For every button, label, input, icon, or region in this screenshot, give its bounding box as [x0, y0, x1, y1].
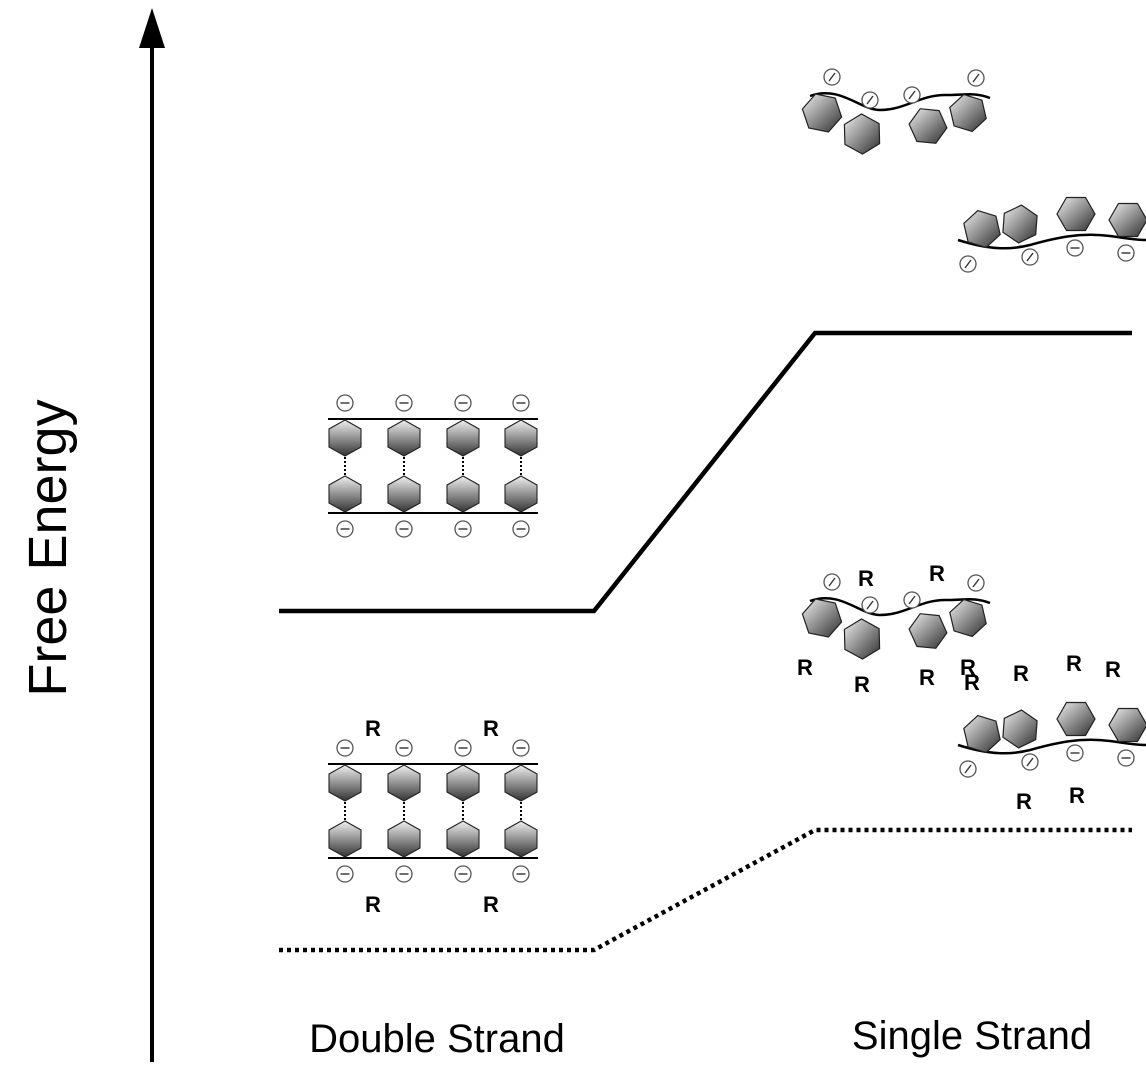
nucleobase-hexagon: [446, 475, 480, 513]
phosphate-charge: [512, 394, 530, 412]
phosphate-charge: [1021, 753, 1039, 771]
phosphate-charge: [395, 865, 413, 883]
phosphate-charge: [903, 86, 921, 104]
nucleobase-hexagon: [908, 108, 948, 144]
nucleobase-hexagon: [801, 598, 843, 638]
nucleobase-hexagon: [1056, 196, 1096, 232]
residue-label: R: [1105, 657, 1121, 682]
nucleobase-hexagon: [1002, 204, 1038, 244]
phosphate-charge: [454, 520, 472, 538]
residue-label: R: [1069, 783, 1085, 808]
phosphate-charge: [512, 739, 530, 757]
phosphate-charge: [454, 739, 472, 757]
phosphate-charge: [1066, 239, 1084, 257]
energy-path-dotted: [279, 827, 1132, 953]
backbone-curve: [809, 91, 991, 112]
residue-label: R: [960, 655, 976, 680]
y-axis-arrowhead: [139, 8, 165, 48]
nucleobase-hexagon: [387, 419, 421, 457]
nucleobase-hexagon: [387, 764, 421, 802]
nucleobase-hexagon: [504, 475, 538, 513]
phosphate-charge: [336, 865, 354, 883]
nucleobase-hexagon: [949, 93, 987, 133]
nucleobase-hexagon: [328, 764, 362, 802]
phosphate-charge: [967, 69, 985, 87]
x-label-double-strand: Double Strand: [309, 1017, 565, 1061]
backbone-curve: [809, 596, 991, 617]
residue-label: R: [365, 892, 381, 917]
nucleobase-hexagon: [504, 764, 538, 802]
nucleobase-hexagon: [1002, 709, 1038, 749]
residue-label: R: [964, 670, 980, 695]
residue-label: R: [929, 561, 945, 586]
nucleobase-hexagon: [328, 475, 362, 513]
phosphate-charge: [336, 739, 354, 757]
y-axis-label: Free Energy: [18, 399, 78, 696]
nucleobase-hexagon: [504, 820, 538, 858]
phosphate-charge: [454, 394, 472, 412]
nucleobase-hexagon: [446, 764, 480, 802]
residue-label: R: [1013, 661, 1029, 686]
nucleobase-hexagon: [387, 820, 421, 858]
residue-label: R: [1016, 789, 1032, 814]
nucleobase-hexagon: [387, 475, 421, 513]
nucleobase-hexagon: [843, 618, 881, 660]
phosphate-charge: [959, 255, 977, 273]
phosphate-charge: [823, 573, 841, 591]
x-label-single-strand: Single Strand: [852, 1014, 1092, 1058]
phosphate-charge: [1117, 749, 1135, 767]
phosphate-charge: [903, 591, 921, 609]
nucleobase-hexagon: [1056, 701, 1096, 737]
nucleobase-hexagon: [328, 419, 362, 457]
nucleobase-hexagon: [963, 714, 1001, 754]
backbone-curve: [957, 233, 1146, 250]
nucleobase-hexagon: [446, 820, 480, 858]
residue-label: R: [365, 716, 381, 741]
nucleobase-hexagon: [446, 419, 480, 457]
phosphate-charge: [395, 739, 413, 757]
phosphate-charge: [861, 596, 879, 614]
phosphate-charge: [967, 574, 985, 592]
phosphate-charge: [1066, 744, 1084, 762]
residue-label: R: [854, 672, 870, 697]
nucleobase-hexagon: [801, 93, 843, 133]
phosphate-charge: [336, 520, 354, 538]
residue-label: R: [483, 892, 499, 917]
residue-label: R: [483, 716, 499, 741]
backbone-curve: [957, 738, 1146, 755]
nucleobase-hexagon: [328, 820, 362, 858]
nucleobase-hexagon: [1108, 707, 1146, 743]
nucleobase-hexagon: [963, 209, 1001, 249]
residue-label: R: [919, 665, 935, 690]
phosphate-charge: [1117, 244, 1135, 262]
nucleobase-hexagon: [1108, 202, 1146, 238]
phosphate-charge: [512, 865, 530, 883]
nucleobase-hexagon: [908, 613, 948, 649]
residue-label: R: [797, 655, 813, 680]
nucleobase-hexagon: [843, 113, 881, 155]
phosphate-charge: [861, 91, 879, 109]
phosphate-charge: [336, 394, 354, 412]
nucleobase-hexagon: [504, 419, 538, 457]
residue-label: R: [858, 566, 874, 591]
residue-label: R: [1066, 651, 1082, 676]
phosphate-charge: [395, 520, 413, 538]
phosphate-charge: [1021, 248, 1039, 266]
nucleobase-hexagon: [949, 598, 987, 638]
phosphate-charge: [395, 394, 413, 412]
energy-path-solid: [279, 330, 1132, 614]
phosphate-charge: [512, 520, 530, 538]
phosphate-charge: [959, 760, 977, 778]
phosphate-charge: [454, 865, 472, 883]
phosphate-charge: [823, 68, 841, 86]
